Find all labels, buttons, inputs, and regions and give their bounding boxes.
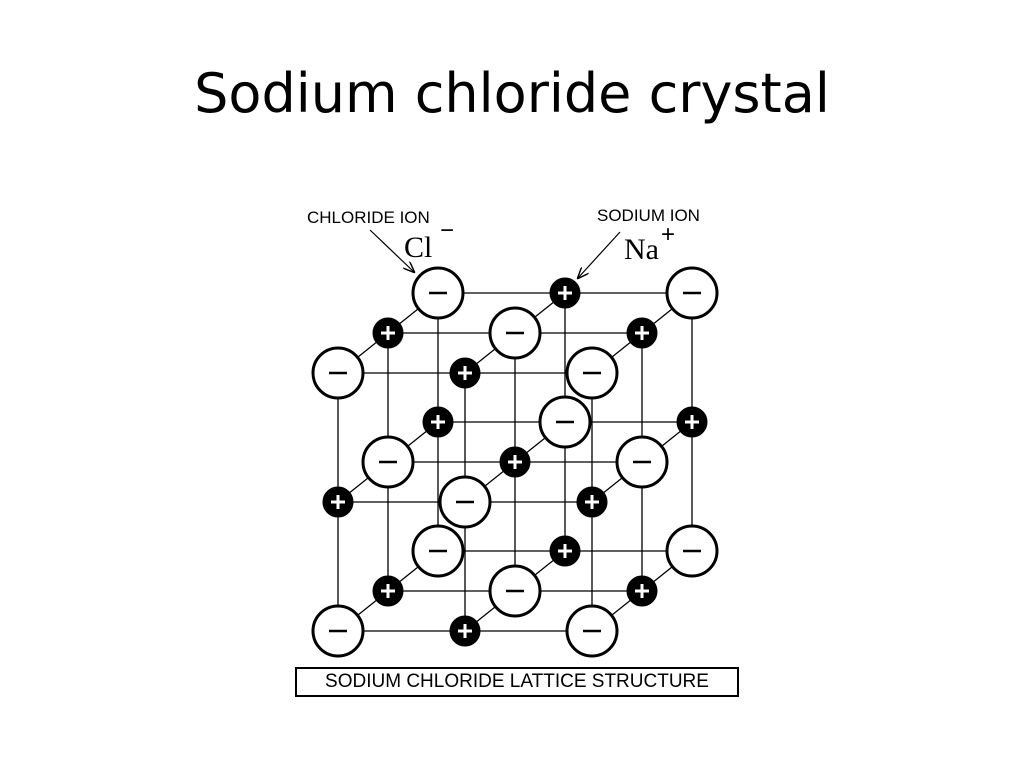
sodium-ion-label: SODIUM ION (597, 206, 700, 225)
chloride-ion (488, 564, 542, 618)
chloride-ion (665, 266, 719, 320)
sodium-ion (549, 535, 581, 567)
chloride-ion (311, 346, 365, 400)
sodium-ion (499, 446, 531, 478)
sodium-ion (372, 317, 404, 349)
chloride-symbol: Cl (404, 231, 432, 264)
sodium-ion (676, 406, 708, 438)
chloride-ion (438, 475, 492, 529)
sodium-ion (322, 486, 354, 518)
chloride-ion (565, 346, 619, 400)
sodium-ion (449, 357, 481, 389)
chloride-ion (311, 604, 365, 658)
sodium-ion (449, 615, 481, 647)
slide-title: Sodium chloride crystal (194, 62, 830, 125)
lattice-ions (311, 266, 719, 658)
chloride-ion (488, 306, 542, 360)
diagram-caption: SODIUM CHLORIDE LATTICE STRUCTURE (295, 667, 739, 697)
chloride-pointer-arrow (369, 229, 414, 272)
chloride-ion (615, 435, 669, 489)
chloride-ion (411, 524, 465, 578)
sodium-ion (626, 317, 658, 349)
chloride-ion (361, 435, 415, 489)
chloride-charge: − (440, 217, 454, 244)
sodium-ion (422, 406, 454, 438)
sodium-symbol: Na (624, 233, 659, 266)
sodium-ion (626, 575, 658, 607)
sodium-charge: + (661, 221, 675, 248)
sodium-ion (549, 277, 581, 309)
chloride-ion (565, 604, 619, 658)
chloride-ion (665, 524, 719, 578)
chloride-ion (538, 395, 592, 449)
sodium-pointer-arrow (578, 231, 621, 278)
sodium-ion (576, 486, 608, 518)
chloride-ion (411, 266, 465, 320)
sodium-ion (372, 575, 404, 607)
chloride-ion-label: CHLORIDE ION (307, 208, 430, 227)
